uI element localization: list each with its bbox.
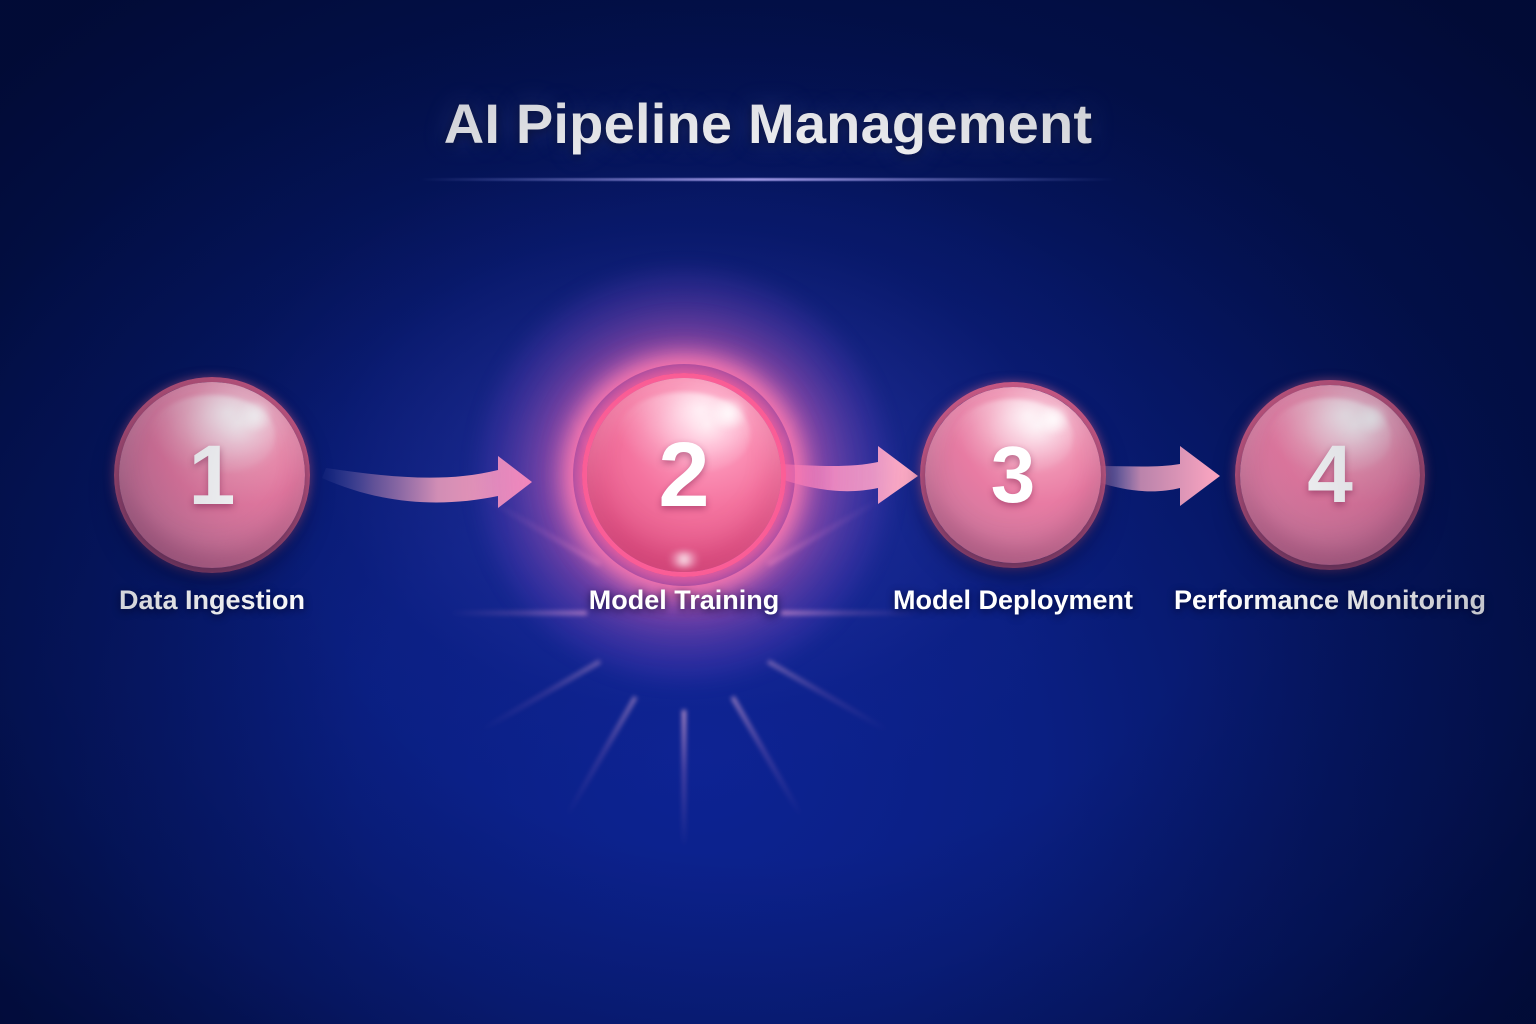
node-sphere-4: [1240, 385, 1420, 565]
pipeline-step-4[interactable]: 4: [1235, 380, 1425, 570]
node-sphere-3: [925, 387, 1101, 563]
pipeline-step-2[interactable]: 2: [449, 270, 919, 848]
step-node-4[interactable]: 4: [1235, 380, 1425, 570]
step-node-2[interactable]: 2: [582, 373, 786, 577]
connector-arrow-3-to-4: [1098, 446, 1220, 506]
pipeline-step-1[interactable]: 1: [114, 377, 310, 573]
step-label-2: Model Training: [588, 585, 780, 615]
step-label-1: Data Ingestion: [118, 585, 306, 615]
pipeline-step-3[interactable]: 3: [920, 382, 1106, 568]
node-sphere-2: [587, 378, 781, 572]
step-label-3: Model Deployment: [892, 585, 1134, 615]
node-sphere-1: [119, 382, 305, 568]
step-node-3[interactable]: 3: [920, 382, 1106, 568]
connector-arrow-1-to-2: [322, 456, 532, 508]
step-node-1[interactable]: 1: [114, 377, 310, 573]
step-label-4: Performance Monitoring: [1173, 585, 1487, 615]
